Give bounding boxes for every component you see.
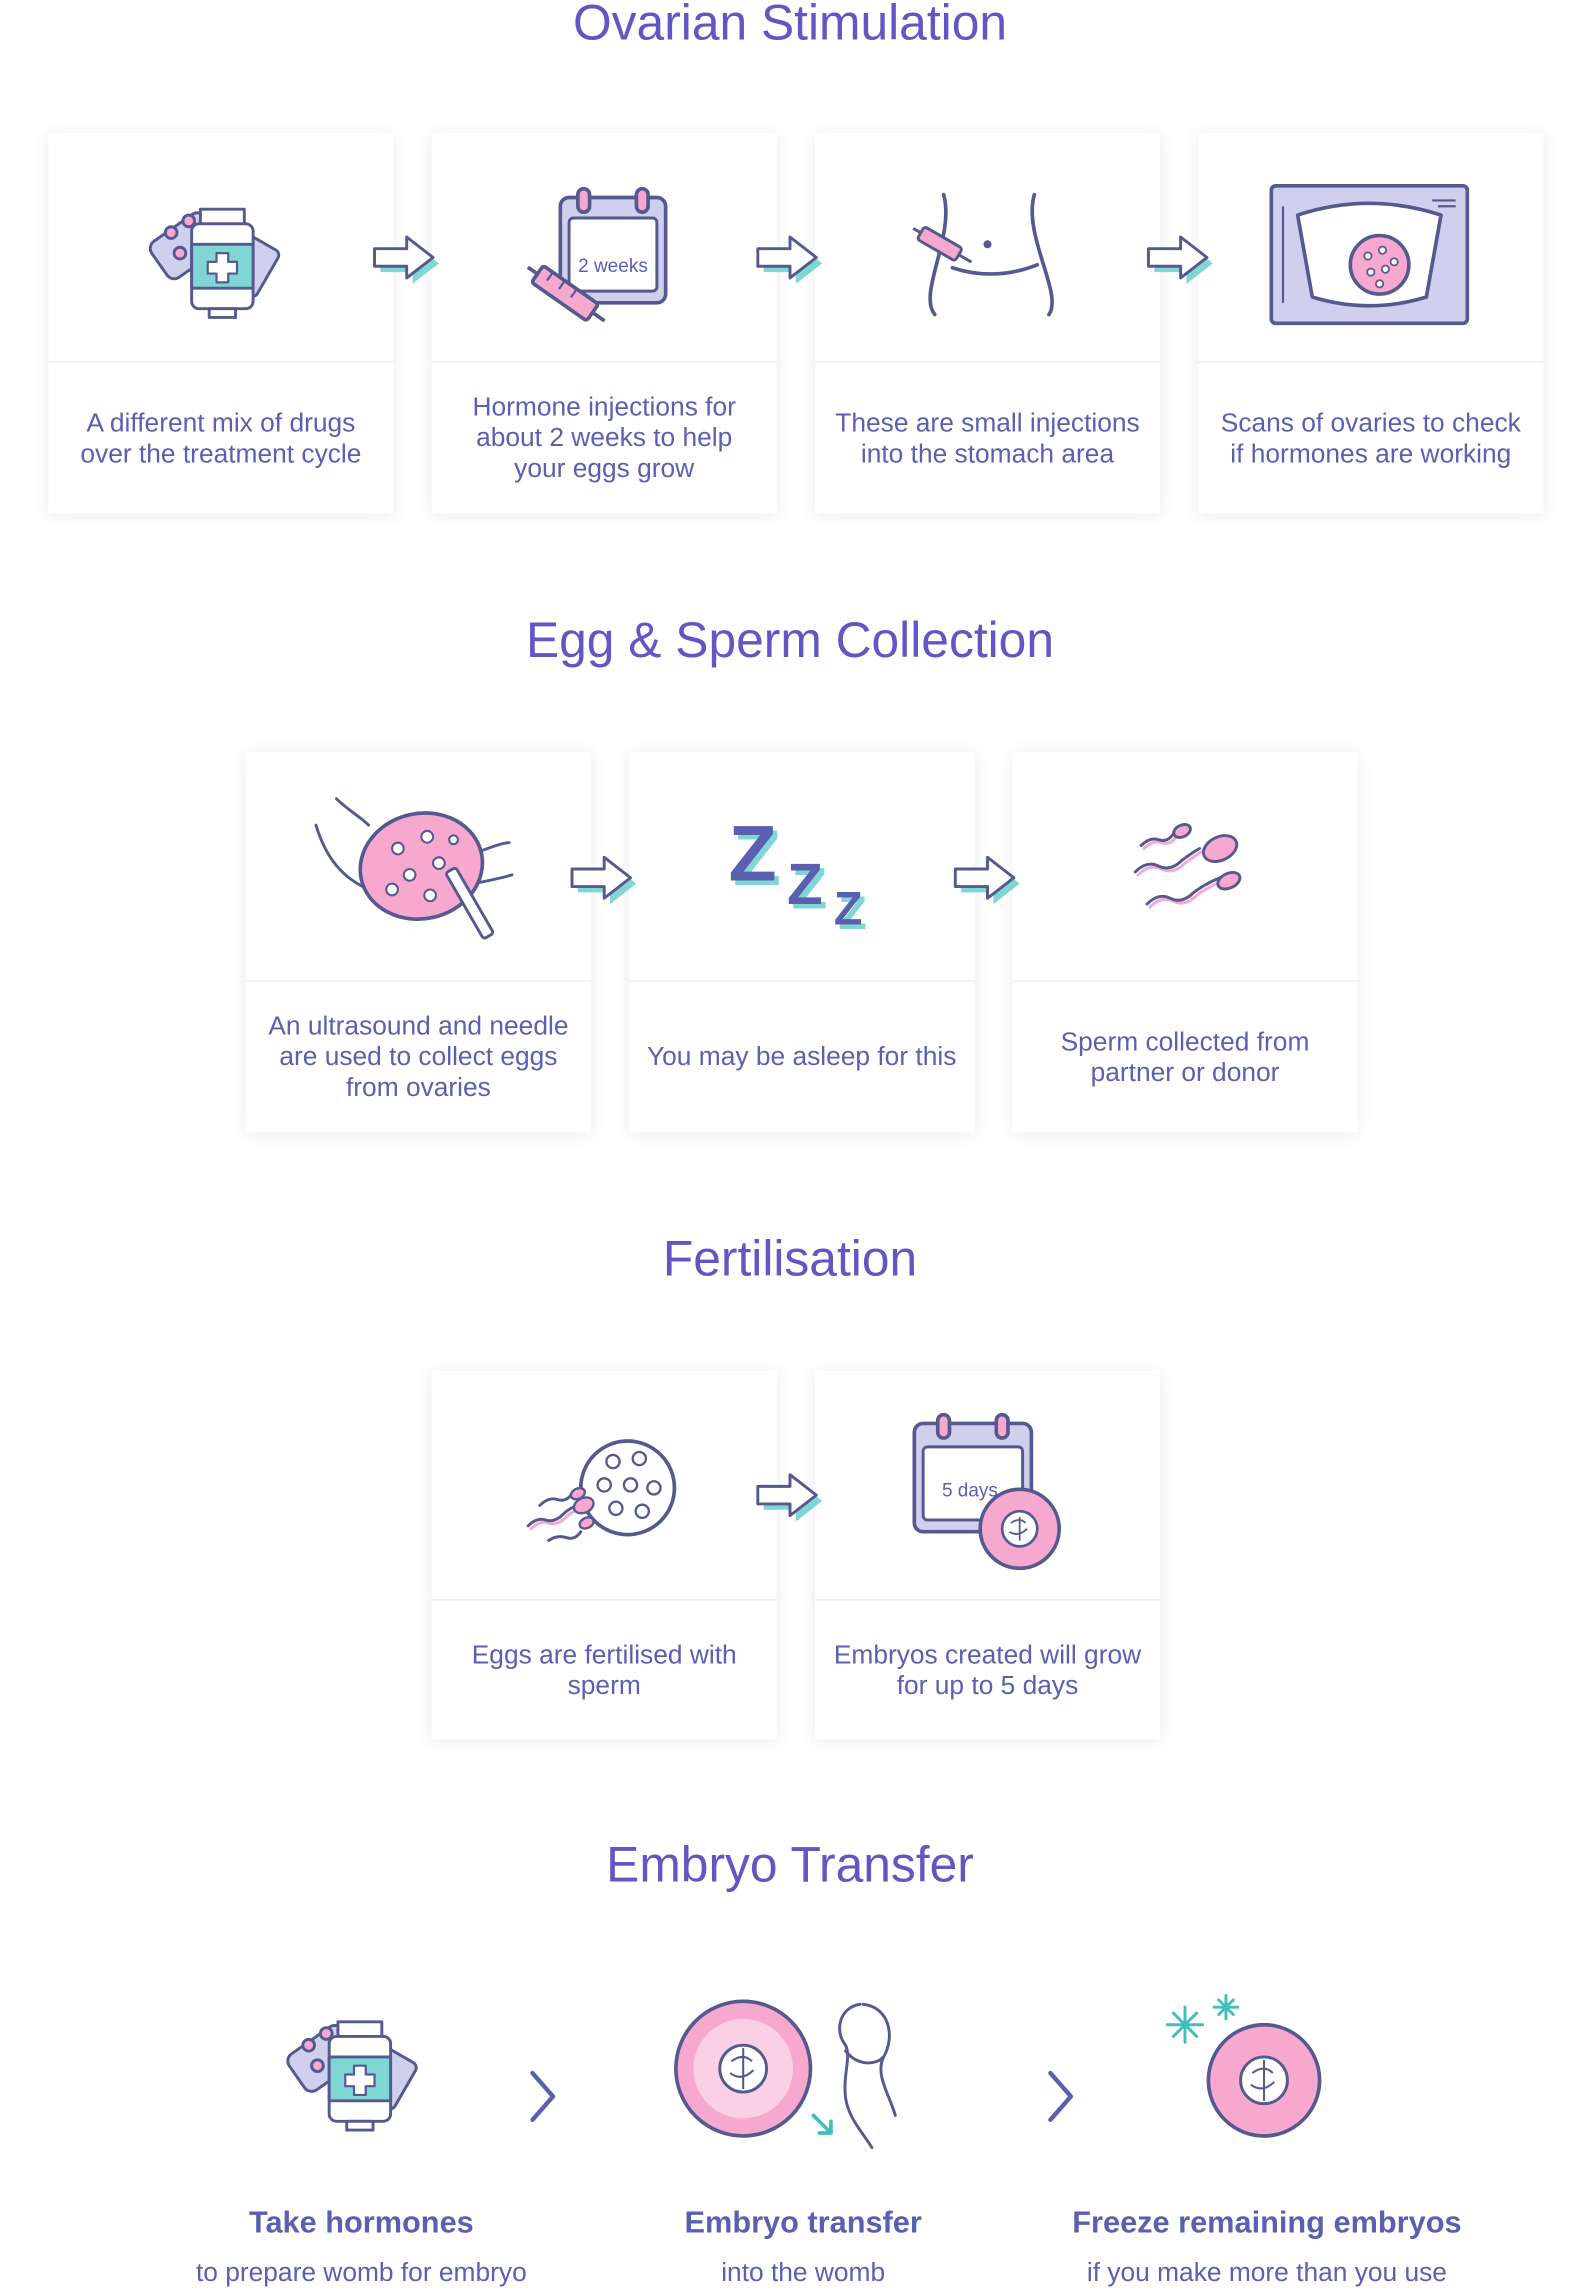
step-title-embryo-transfer: Embryo transfer bbox=[684, 2206, 922, 2240]
card-caption: Hormone injections for about 2 weeks to … bbox=[472, 392, 736, 483]
card-caption: An ultrasound and needle are used to col… bbox=[268, 1010, 569, 1102]
arrow-right-icon bbox=[373, 235, 439, 284]
ultrasound-scan-icon bbox=[1269, 183, 1470, 326]
card-ovary-scans: Scans of ovaries to check if hormones ar… bbox=[1198, 133, 1544, 514]
sleep-zzz-icon: Z Z Z Z Z Z bbox=[729, 809, 867, 939]
card-drug-mix: A different mix of drugs over the treatm… bbox=[48, 133, 394, 514]
egg-fertilisation-icon bbox=[526, 1439, 677, 1542]
card-embryos-grow: 5 days Embryos created will grow for up … bbox=[814, 1370, 1161, 1740]
card-hormone-injections: 2 weeks Hormone injections for about 2 w… bbox=[431, 133, 777, 514]
card-egg-collection: An ultrasound and needle are used to col… bbox=[245, 751, 592, 1133]
calendar-embryo-icon: 5 days bbox=[912, 1412, 1062, 1571]
card-caption: You may be asleep for this bbox=[647, 1041, 957, 1071]
svg-text:Z: Z bbox=[729, 809, 777, 898]
step-title-take-hormones: Take hormones bbox=[248, 2206, 474, 2240]
card-asleep: Z Z Z Z Z Z You may be asleep for this bbox=[629, 751, 975, 1133]
arrow-right-icon bbox=[756, 1473, 823, 1522]
embryo-transfer-icon bbox=[674, 1999, 897, 2150]
chevron-right-icon bbox=[1048, 2070, 1074, 2123]
calendar-syringe-icon: 2 weeks bbox=[526, 186, 668, 323]
card-caption: Eggs are fertilised with sperm bbox=[471, 1639, 737, 1700]
step-title-freeze-embryos: Freeze remaining embryos bbox=[1072, 2206, 1462, 2240]
svg-text:Z: Z bbox=[733, 813, 781, 902]
card-caption: These are small injections into the stom… bbox=[835, 407, 1140, 468]
svg-text:Z: Z bbox=[838, 887, 867, 939]
egg-collection-needle-icon bbox=[314, 797, 514, 940]
frozen-embryo-icon bbox=[1165, 1994, 1322, 2138]
svg-text:Z: Z bbox=[791, 856, 827, 921]
section-title-egg-sperm-collection: Egg & Sperm Collection bbox=[525, 612, 1055, 669]
step-subtitle: to prepare womb for embryo bbox=[195, 2257, 527, 2287]
chevron-right-icon bbox=[530, 2070, 556, 2123]
step-subtitle: into the womb bbox=[721, 2257, 886, 2287]
card-eggs-fertilised: Eggs are fertilised with sperm bbox=[431, 1370, 777, 1740]
arrow-right-icon bbox=[756, 235, 823, 284]
section-title-embryo-transfer: Embryo Transfer bbox=[606, 1837, 974, 1894]
medicine-bottle-icon bbox=[148, 207, 281, 319]
card-sperm-collected: Sperm collected from partner or donor bbox=[1012, 751, 1358, 1133]
arrow-right-icon bbox=[1146, 235, 1213, 284]
section-title-fertilisation: Fertilisation bbox=[662, 1231, 918, 1288]
medicine-bottle-icon bbox=[286, 2020, 418, 2132]
card-caption: Scans of ovaries to check if hormones ar… bbox=[1220, 407, 1521, 468]
card-caption: A different mix of drugs over the treatm… bbox=[80, 407, 362, 468]
calendar-label: 5 days bbox=[942, 1481, 998, 1502]
card-stomach-injections: These are small injections into the stom… bbox=[814, 133, 1161, 514]
sperm-icon bbox=[1133, 823, 1242, 909]
calendar-label: 2 weeks bbox=[578, 256, 648, 277]
svg-text:Z: Z bbox=[834, 883, 863, 935]
arrow-right-icon bbox=[570, 855, 637, 905]
card-caption: Sperm collected from partner or donor bbox=[1060, 1026, 1310, 1087]
section-title-ovarian-stimulation: Ovarian Stimulation bbox=[572, 0, 1008, 52]
svg-text:Z: Z bbox=[787, 852, 823, 917]
card-caption: Embryos created will grow for up to 5 da… bbox=[833, 1639, 1142, 1700]
step-subtitle: if you make more than you use bbox=[1086, 2257, 1447, 2287]
stomach-injection-icon bbox=[912, 192, 1054, 317]
snowflake-icon bbox=[1165, 1994, 1240, 2044]
arrow-right-icon bbox=[953, 855, 1020, 905]
